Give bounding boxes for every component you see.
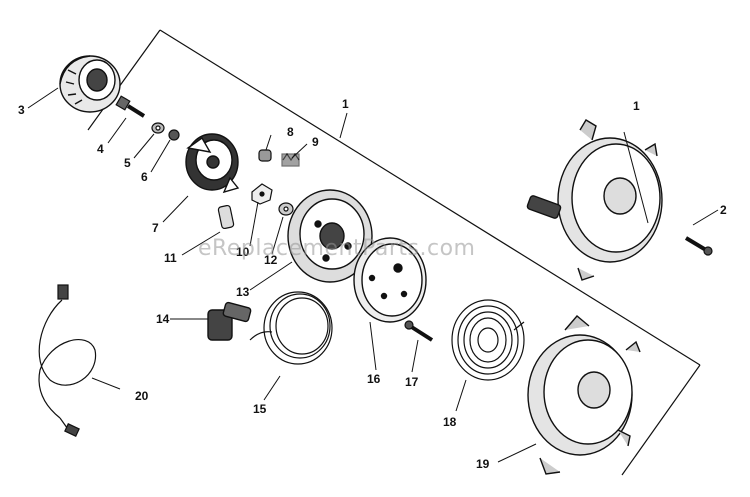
callout-12: 12 [264,253,278,267]
nut-part[interactable] [168,129,180,141]
callout-9: 9 [312,135,319,149]
callout-10: 10 [236,245,250,259]
callout-1-frame: 1 [342,97,349,111]
housing-upper-part[interactable] [526,119,663,281]
callout-3: 3 [18,103,25,117]
callout-4: 4 [97,142,104,156]
callout-19: 19 [476,457,490,471]
callout-15: 15 [253,402,267,416]
callout-labels: 1 1 2 3 4 5 6 7 8 9 10 11 12 13 14 15 16… [18,97,727,471]
callout-20: 20 [135,389,149,403]
spacer-part[interactable] [258,149,272,162]
callout-6: 6 [141,170,148,184]
housing-lower-part[interactable] [527,315,641,475]
callout-8: 8 [287,125,294,139]
screw-part[interactable] [404,320,434,342]
rope-part[interactable] [249,291,333,365]
bolt-part[interactable] [115,95,146,118]
callout-1-housing: 1 [633,99,640,113]
callout-13: 13 [236,285,250,299]
callout-14: 14 [156,312,170,326]
callout-11: 11 [164,251,177,265]
spring-part[interactable] [281,152,300,167]
retainer-part[interactable] [185,133,240,194]
callout-16: 16 [367,372,381,386]
callout-17: 17 [405,375,419,389]
callout-18: 18 [443,415,457,429]
callout-7: 7 [152,221,159,235]
callout-2: 2 [720,203,727,217]
handle-part[interactable] [207,301,252,341]
dog-part[interactable] [251,183,273,205]
washer-part[interactable] [151,122,165,134]
assembly-frame-lines [87,29,701,476]
wire-harness-part[interactable] [38,284,97,437]
callout-5: 5 [124,156,131,170]
washer-12-part[interactable] [278,202,294,216]
starter-cup-part[interactable] [59,55,121,113]
housing-screw-part[interactable] [684,236,713,256]
recoil-spring-part[interactable] [451,299,525,381]
pulley-part[interactable] [287,189,373,283]
leader-lines [27,87,719,463]
pin-part[interactable] [217,204,235,230]
plate-part[interactable] [353,237,427,323]
